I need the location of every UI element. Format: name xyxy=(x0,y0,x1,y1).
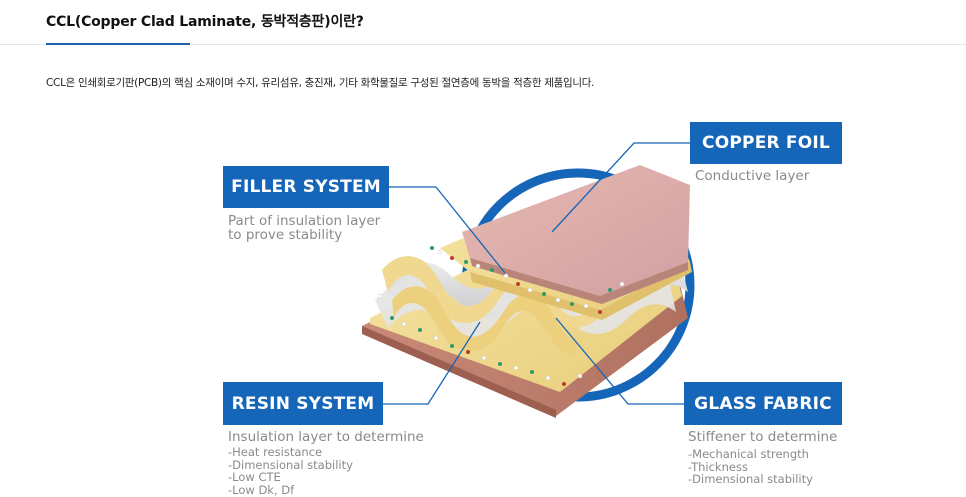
leader-copper-foil xyxy=(551,142,690,233)
header-divider xyxy=(0,44,966,45)
copper-foil-label: COPPER FOIL xyxy=(690,122,842,164)
title-underline-accent xyxy=(46,43,190,45)
leader-lines xyxy=(383,142,690,405)
top-copper-layer xyxy=(462,165,690,304)
filler-system-label: FILLER SYSTEM xyxy=(223,166,389,208)
glass-property-item: -Dimensional stability xyxy=(688,472,813,487)
resin-waves xyxy=(382,256,612,356)
resin-property-item: -Heat resistance xyxy=(228,445,323,459)
filler-particles xyxy=(377,246,625,386)
intro-text: CCL은 인쇄회로기판(PCB)의 핵심 소재이며 수지, 유리섬유, 충진재,… xyxy=(46,77,595,89)
glass-fabric-label: GLASS FABRIC xyxy=(684,382,842,425)
filler-system-description: Part of insulation layer to prove stabil… xyxy=(228,214,380,242)
glass-property-item: -Thickness xyxy=(688,459,748,474)
section-header: CCL(Copper Clad Laminate, 동박적층판)이란? xyxy=(0,0,966,46)
resin-property-item: -Dimensional stability xyxy=(228,457,353,472)
resin-system-label: RESIN SYSTEM xyxy=(223,382,383,425)
leader-glass-fabric xyxy=(555,317,684,405)
copper-foil-description: Conductive layer xyxy=(695,168,810,184)
resin-system-description: Insulation layer to determine xyxy=(228,429,424,445)
glass-fabric-description: Stiffener to determine xyxy=(688,429,838,445)
leader-filler-system xyxy=(389,186,506,274)
resin-property-item: -Low CTE xyxy=(228,470,281,485)
resin-property-item: -Low Dk, Df xyxy=(228,482,295,497)
glass-property-item: -Mechanical strength xyxy=(688,447,809,461)
filler-desc-line-2: to prove stability xyxy=(228,227,343,243)
resin-system-properties: -Heat resistance -Dimensional stability … xyxy=(228,446,353,496)
filler-desc-line-1: Part of insulation layer xyxy=(228,213,381,229)
glass-fabric-properties: -Mechanical strength -Thickness -Dimensi… xyxy=(688,448,813,486)
leader-resin-system xyxy=(383,321,481,405)
page-title: CCL(Copper Clad Laminate, 동박적층판)이란? xyxy=(46,14,364,30)
